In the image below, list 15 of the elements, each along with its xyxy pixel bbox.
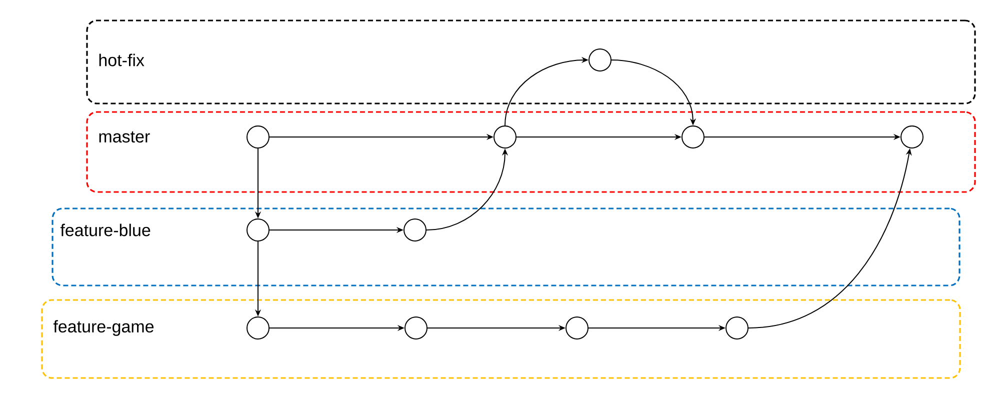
lane-box: hot-fix — [86, 20, 976, 104]
lane-box: feature-game — [41, 299, 961, 379]
commit-circle — [246, 316, 270, 340]
lane-box: feature-blue — [52, 208, 960, 286]
commit-circle — [682, 126, 704, 148]
commit-circle — [588, 48, 612, 72]
commit-circle — [246, 126, 270, 148]
commit-circle — [726, 316, 748, 340]
lane-box: master — [86, 111, 976, 193]
commit-circle — [494, 126, 516, 148]
commit-circle — [566, 316, 588, 340]
commit-circle — [900, 126, 924, 148]
commit-circle — [404, 316, 428, 340]
commit-circle — [246, 218, 270, 242]
commit-circle — [404, 218, 426, 242]
